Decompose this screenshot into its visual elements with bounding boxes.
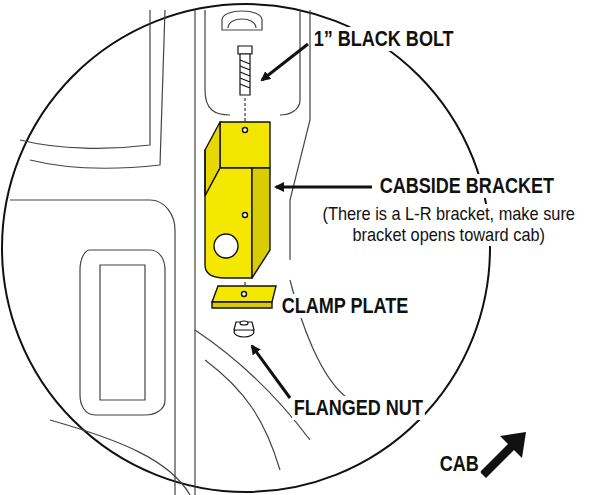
part-label: CLAMP PLATE — [280, 294, 410, 318]
part-label: 1” BLACK BOLT — [312, 27, 455, 51]
part-label: FLANGED NUT — [292, 396, 425, 420]
direction-label: CAB — [438, 452, 480, 476]
part-label: CABSIDE BRACKET — [378, 174, 556, 198]
note-text: (There is a L-R bracket, make sure brack… — [318, 204, 579, 246]
